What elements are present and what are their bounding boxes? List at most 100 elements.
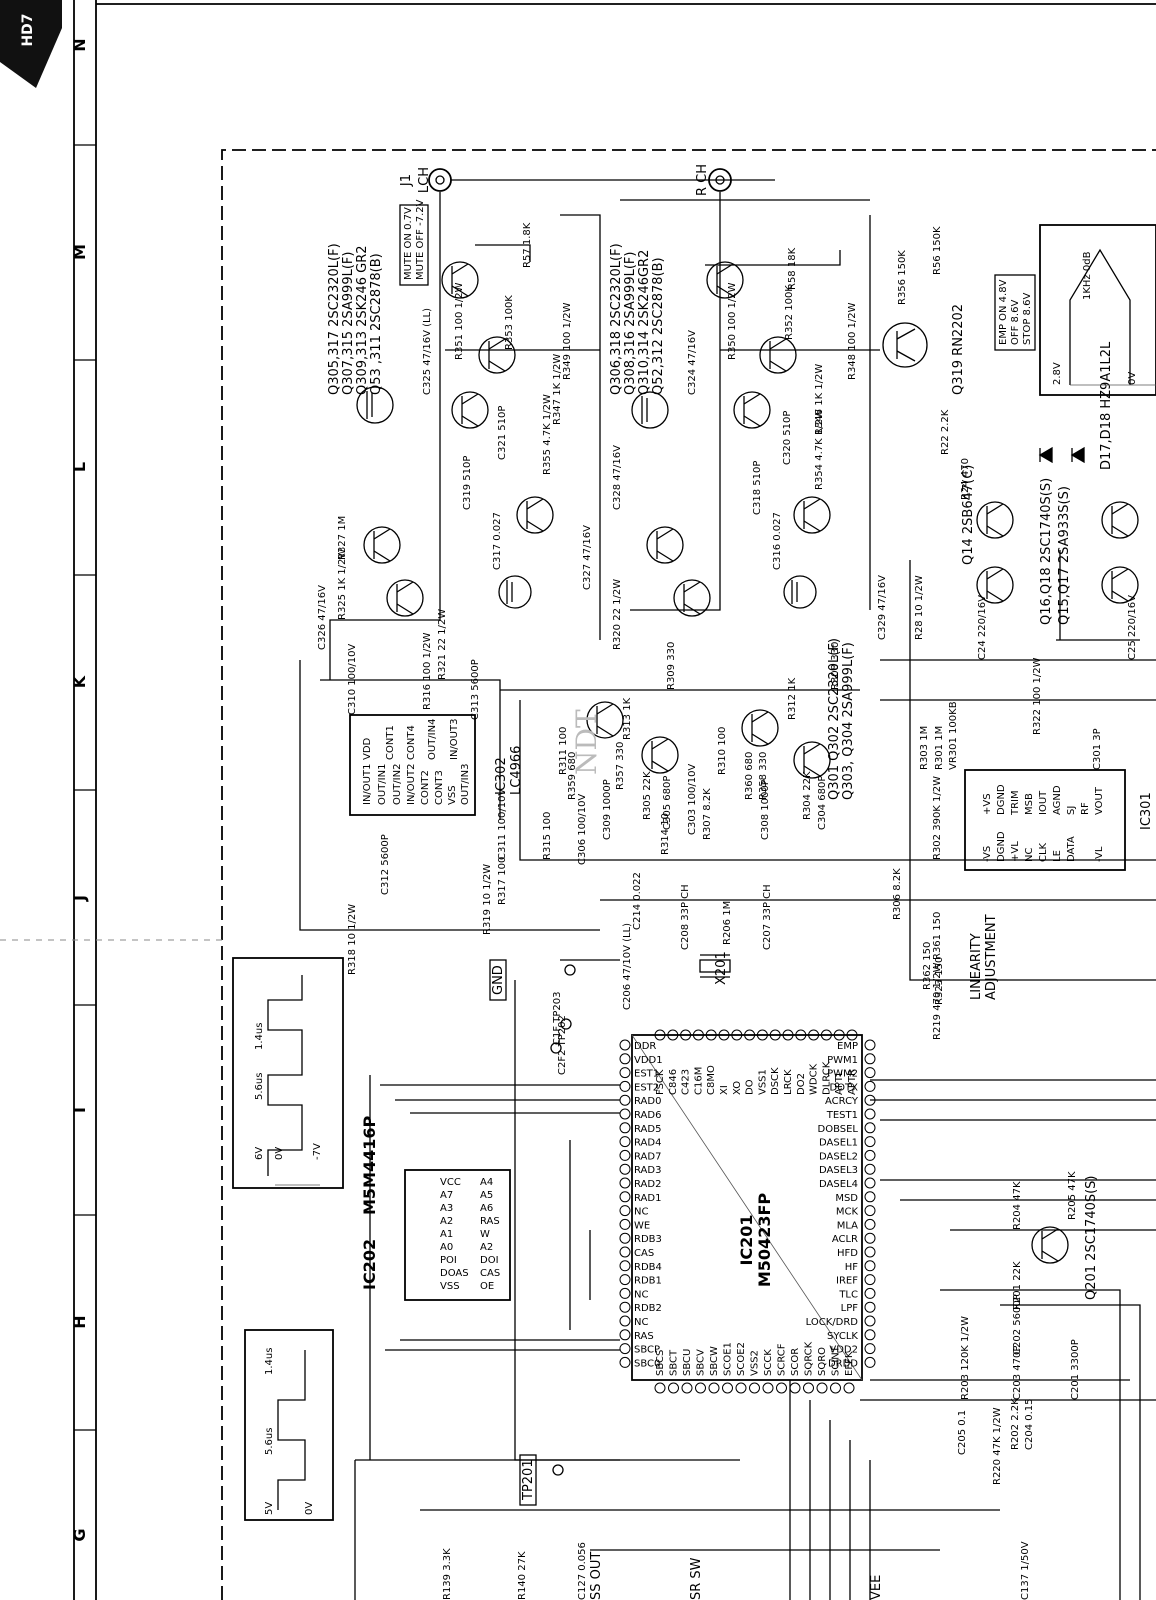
wave2-level-0: 5V bbox=[264, 1502, 275, 1515]
label-c304: C304 680P bbox=[817, 776, 828, 830]
q15-symbol bbox=[1101, 501, 1139, 539]
ic201-right-pin-dot bbox=[864, 1108, 876, 1120]
label-r28: R28 10 1/2W bbox=[914, 575, 925, 640]
ic201-bottom-pin-dot bbox=[695, 1382, 706, 1394]
ic201-top-pin-label: APTR bbox=[847, 1069, 858, 1095]
ic201-top-pin-label: XO bbox=[732, 1081, 743, 1095]
q314-symbol bbox=[631, 391, 669, 429]
ic301-pin-t5: AGND bbox=[1052, 785, 1063, 815]
ic201-top-pin-dot bbox=[654, 1029, 666, 1041]
label-c327: C327 47/16V bbox=[582, 525, 593, 590]
ic201-bottom-pin-label: SCINT bbox=[831, 1345, 842, 1376]
grid-letter-j: J bbox=[70, 895, 89, 902]
ic201-top-pin-label: FSCK bbox=[655, 1069, 666, 1095]
grid-letter-n: N bbox=[70, 38, 89, 51]
label-c208: C208 33P CH bbox=[680, 884, 691, 950]
grid-letter-h: H bbox=[70, 1315, 89, 1328]
tlist-right-2: Q310,314 2SK246GR2 bbox=[637, 250, 652, 395]
ic201-right-pin-dot bbox=[864, 1205, 876, 1217]
ic201-top-pin-dot bbox=[680, 1029, 692, 1041]
ic302-pin-b5: CONT3 bbox=[434, 770, 445, 805]
label-vr301: VR301 100KB bbox=[948, 701, 959, 770]
label-x201: X201 bbox=[714, 951, 729, 985]
label-r351: R351 100 1/2W bbox=[454, 282, 465, 360]
ic302-pin-b3: IN/OUT2 bbox=[406, 764, 417, 805]
label-r313: R313 1K bbox=[622, 697, 633, 740]
label-c317: C317 0.027 bbox=[492, 512, 503, 570]
ic302-pin-t3: OUT/IN4 bbox=[427, 719, 438, 760]
label-r57: R57 1.8K bbox=[522, 222, 533, 268]
ic201-left-pin-dot bbox=[619, 1232, 631, 1244]
board-outline bbox=[221, 149, 1156, 1600]
ic201-right-pin-label: HF bbox=[845, 1262, 859, 1273]
ic201-left-pin-label: RDB4 bbox=[634, 1262, 662, 1273]
diode-note: D17,D18 HZ9A1L2L bbox=[1099, 341, 1114, 470]
tlist-right-0: Q306,318 2SC2320L(F) bbox=[609, 243, 624, 395]
ic202-pin-label: A2 bbox=[480, 1242, 493, 1253]
ic201-bottom-pin-dot bbox=[816, 1382, 828, 1394]
ic201-right-pin-label: EMP bbox=[837, 1041, 858, 1052]
wave2-time-0: 1.4us bbox=[264, 1348, 275, 1375]
ic201-top-pin-label: C846 bbox=[668, 1069, 679, 1095]
q201-symbol bbox=[1031, 1226, 1069, 1264]
label-q16q18: Q16,Q18 2SC1740S(S) bbox=[1039, 478, 1054, 625]
ic201-top-pin-label: WDCK bbox=[809, 1063, 820, 1095]
label-q15q17: Q15,Q17 2SA933S(S) bbox=[1057, 486, 1072, 625]
emp-on: EMP ON 4.8V bbox=[998, 279, 1009, 345]
ic201-left-pin-dot bbox=[619, 1218, 631, 1230]
ic201-right-pin-label: DASEL1 bbox=[819, 1138, 858, 1149]
label-r327: R327 1M bbox=[337, 516, 348, 560]
ic201-left-pins: DDRVDD1EST1EST2RAD0RAD6RAD5RAD4RAD7RAD3R… bbox=[619, 1039, 663, 1369]
ic201-top-pin-dot bbox=[756, 1029, 768, 1041]
tlist-left-2: Q309,313 2SK246 GR2 bbox=[355, 246, 370, 396]
waveform-2: 5V 0V 1.4us 5.6us bbox=[244, 1329, 334, 1521]
q312-symbol bbox=[793, 496, 831, 534]
ic201-top-pin-label: DO bbox=[745, 1079, 756, 1095]
ic202-name: IC202 bbox=[360, 1239, 379, 1290]
ic302-pin-b0: IN/OUT1 bbox=[362, 764, 373, 805]
label-r346: R346 1K 1/2W bbox=[814, 364, 825, 435]
ic202-pin-label: DOAS bbox=[440, 1268, 469, 1279]
label-r357: R357 330 bbox=[615, 742, 626, 790]
ic201-bottom-pin-dot bbox=[762, 1382, 774, 1394]
label-r353: R353 100K bbox=[504, 295, 515, 350]
ic201-top-pin-label: VSS1 bbox=[757, 1069, 768, 1095]
ic201-left-pin-label: EST1 bbox=[634, 1069, 659, 1080]
ic202-pin-label: A5 bbox=[480, 1190, 493, 1201]
ic201-top-pin-label: DLRCK bbox=[821, 1061, 832, 1095]
ic302-pin-t2: CONT4 bbox=[406, 725, 417, 760]
ic201-bottom-pin-dot bbox=[830, 1382, 841, 1394]
ic201-right-pin-dot bbox=[864, 1315, 876, 1327]
ic202-pin-label: A6 bbox=[480, 1203, 493, 1214]
q310-symbol bbox=[783, 575, 817, 609]
q319-symbol bbox=[882, 322, 928, 368]
ic201-left-pin-dot bbox=[619, 1039, 631, 1051]
q16-symbol bbox=[976, 501, 1014, 539]
ic201-right-pin-dot bbox=[864, 1356, 876, 1368]
label-r311: R311 100 bbox=[558, 727, 569, 775]
label-r220: R220 47K 1/2W bbox=[992, 1407, 1003, 1485]
tlist-left-0: Q305,317 2SC2320L(F) bbox=[327, 243, 342, 395]
label-c324: C324 47/16V bbox=[687, 330, 698, 395]
q304-symbol bbox=[741, 709, 779, 747]
emp-note: EMP ON 4.8V OFF 8.6V STOP 8.6V bbox=[994, 274, 1036, 351]
crystal-x201 bbox=[699, 954, 731, 978]
ic202-pin-label: OE bbox=[480, 1281, 494, 1292]
ic201-top-pin-dot bbox=[795, 1029, 807, 1041]
q318-symbol bbox=[759, 336, 797, 374]
grid-ruler: N M L K J I H G bbox=[70, 0, 97, 1600]
ic201-right-pin-label: MCK bbox=[836, 1207, 859, 1218]
waveform-1: 6V 0V -7V 1.4us 5.6us bbox=[232, 957, 344, 1189]
wire-network bbox=[299, 192, 1156, 1600]
label-r360: R360 680 bbox=[744, 752, 755, 800]
label-r350: R350 100 1/2W bbox=[727, 282, 738, 360]
ic201-right-pin-label: DASEL2 bbox=[819, 1151, 858, 1162]
ic201-right-pin-label: DASEL4 bbox=[819, 1179, 858, 1190]
tp-tp201: TP201 bbox=[521, 1459, 536, 1501]
ic201-top-pin-dot bbox=[808, 1029, 820, 1041]
ic201-right-pin-label: TEST1 bbox=[826, 1110, 858, 1121]
ic201-bottom-pin-dot bbox=[803, 1382, 814, 1394]
emp-stop: STOP 8.6V bbox=[1022, 293, 1033, 345]
q311-symbol bbox=[516, 496, 554, 534]
label-r359: R359 680 bbox=[567, 752, 578, 800]
